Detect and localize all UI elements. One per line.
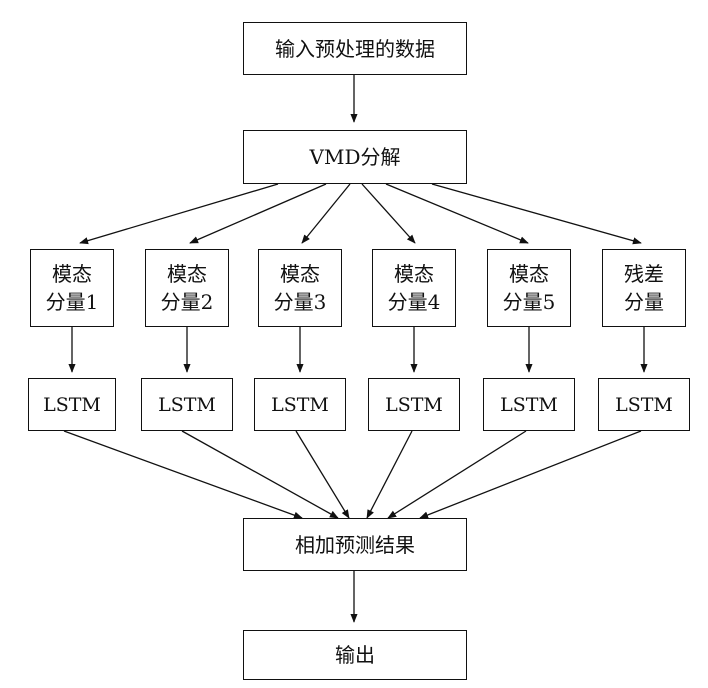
component-1-line1: 模态 — [52, 262, 92, 286]
sum-predictions-label: 相加预测结果 — [295, 532, 415, 557]
component-3-line2: 分量3 — [273, 290, 327, 314]
lstm-6-label: LSTM — [615, 393, 673, 416]
arrow-lstm1-to-sum — [63, 430, 303, 519]
arrow-vmd-to-comp1 — [79, 183, 279, 245]
input-data-node: 输入预处理的数据 — [243, 22, 467, 75]
arrow-lstm4-to-sum — [366, 430, 413, 519]
component-2-line1: 模态 — [167, 262, 207, 286]
arrow-lstm5-to-sum — [387, 430, 527, 519]
component-4-line1: 模态 — [394, 262, 434, 286]
input-data-label: 输入预处理的数据 — [275, 36, 435, 61]
lstm-node-6: LSTM — [598, 378, 690, 431]
component-5-line2: 分量5 — [502, 290, 556, 314]
mode-component-3-node: 模态 分量3 — [258, 249, 342, 327]
component-2-line2: 分量2 — [160, 290, 214, 314]
vmd-decomposition-label: VMD分解 — [309, 145, 401, 169]
mode-component-4-node: 模态 分量4 — [372, 249, 456, 327]
lstm-2-label: LSTM — [158, 393, 216, 416]
arrow-lstm6-to-sum — [419, 430, 642, 519]
output-node: 输出 — [243, 630, 467, 680]
residual-component-line2: 分量 — [624, 290, 664, 314]
output-label: 输出 — [335, 643, 375, 667]
arrow-vmd-to-comp2 — [189, 183, 327, 244]
component-5-line1: 模态 — [509, 262, 549, 286]
mode-component-5-node: 模态 分量5 — [487, 249, 571, 327]
arrow-vmd-to-comp4 — [361, 183, 416, 244]
mode-component-1-node: 模态 分量1 — [30, 249, 114, 327]
lstm-node-2: LSTM — [141, 378, 233, 431]
residual-component-line1: 残差 — [624, 262, 664, 286]
arrow-vmd-to-comp3 — [301, 183, 351, 244]
lstm-1-label: LSTM — [43, 393, 101, 416]
lstm-4-label: LSTM — [385, 393, 443, 416]
arrow-lstm3-to-sum — [295, 430, 350, 519]
lstm-node-4: LSTM — [368, 378, 460, 431]
arrow-vmd-to-residual — [431, 183, 642, 245]
mode-component-2-node: 模态 分量2 — [145, 249, 229, 327]
lstm-3-label: LSTM — [271, 393, 329, 416]
arrow-vmd-to-comp5 — [385, 183, 529, 244]
lstm-node-5: LSTM — [483, 378, 575, 431]
arrow-lstm2-to-sum — [181, 430, 339, 519]
sum-predictions-node: 相加预测结果 — [243, 518, 467, 571]
component-1-line2: 分量1 — [45, 290, 99, 314]
vmd-decomposition-node: VMD分解 — [243, 130, 467, 184]
lstm-node-3: LSTM — [254, 378, 346, 431]
component-4-line2: 分量4 — [387, 290, 441, 314]
component-3-line1: 模态 — [280, 262, 320, 286]
lstm-5-label: LSTM — [500, 393, 558, 416]
residual-component-node: 残差 分量 — [602, 249, 686, 327]
lstm-node-1: LSTM — [28, 378, 116, 431]
